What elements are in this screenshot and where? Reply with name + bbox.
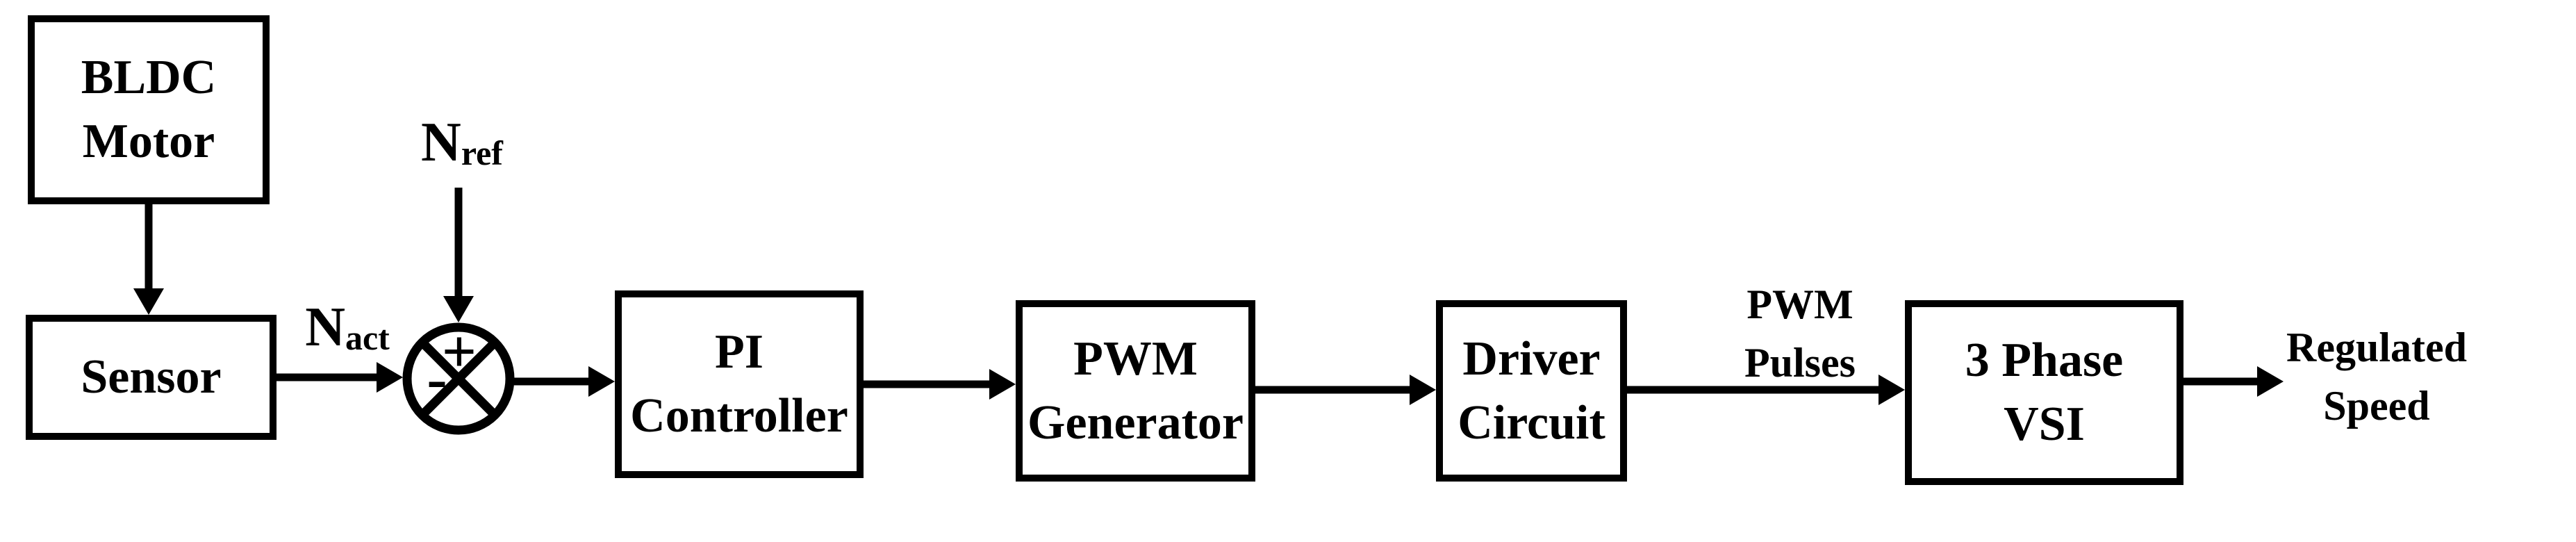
block-sensor-label: Sensor [81,350,222,404]
arrowhead-pwm-to-driver [1410,375,1436,405]
label-n-act: Nact [305,299,390,355]
label-n-act-subscript: act [345,318,390,357]
label-n-ref: Nref [421,115,503,170]
block-driver-circuit-label-line1: Driver [1462,331,1601,386]
label-pwm-pulses: PWM Pulses [1744,275,1856,392]
label-n-ref-main: N [421,112,461,173]
block-driver-circuit: Driver Circuit [1436,300,1627,482]
block-pi-controller-label-line1: PI [715,325,763,379]
block-driver-circuit-label-line2: Circuit [1458,395,1605,450]
block-pwm-generator-label-line2: Generator [1027,395,1244,450]
label-pwm-pulses-line2: Pulses [1744,340,1856,386]
arrowhead-driver-to-vsi [1879,375,1905,405]
arrowhead-bldc-to-sensor [133,288,164,315]
label-regulated-speed-line1: Regulated [2286,325,2467,370]
arrowhead-pi-to-pwm [989,369,1016,400]
block-bldc-motor-label-line1: BLDC [81,51,217,104]
block-pi-controller-label-line2: Controller [630,389,848,443]
label-pwm-pulses-line1: PWM [1747,281,1853,327]
arrowhead-vsi-to-output [2257,366,2284,397]
arrowhead-sensor-to-sum [377,362,403,393]
label-regulated-speed: Regulated Speed [2286,318,2467,435]
block-sensor: Sensor [26,315,276,440]
label-n-act-main: N [305,297,345,358]
block-three-phase-vsi-label-line2: VSI [2004,397,2085,451]
summing-junction-minus-sign: - [427,345,447,413]
arrowhead-nref-to-sum [443,296,474,322]
block-bldc-motor: BLDC Motor [28,15,270,204]
summing-junction-plus-sign: + [441,318,477,386]
block-pi-controller: PI Controller [615,290,864,478]
arrowhead-sum-to-pi [588,366,615,397]
block-bldc-motor-label-line2: Motor [82,115,215,168]
block-pwm-generator: PWM Generator [1016,300,1255,482]
block-three-phase-vsi-label-line1: 3 Phase [1965,334,2124,387]
summing-junction-cross-line-2 [416,336,501,421]
label-n-ref-subscript: ref [461,133,503,172]
block-three-phase-vsi: 3 Phase VSI [1905,300,2183,485]
block-pwm-generator-label-line1: PWM [1073,331,1198,386]
label-regulated-speed-line2: Speed [2323,383,2430,429]
